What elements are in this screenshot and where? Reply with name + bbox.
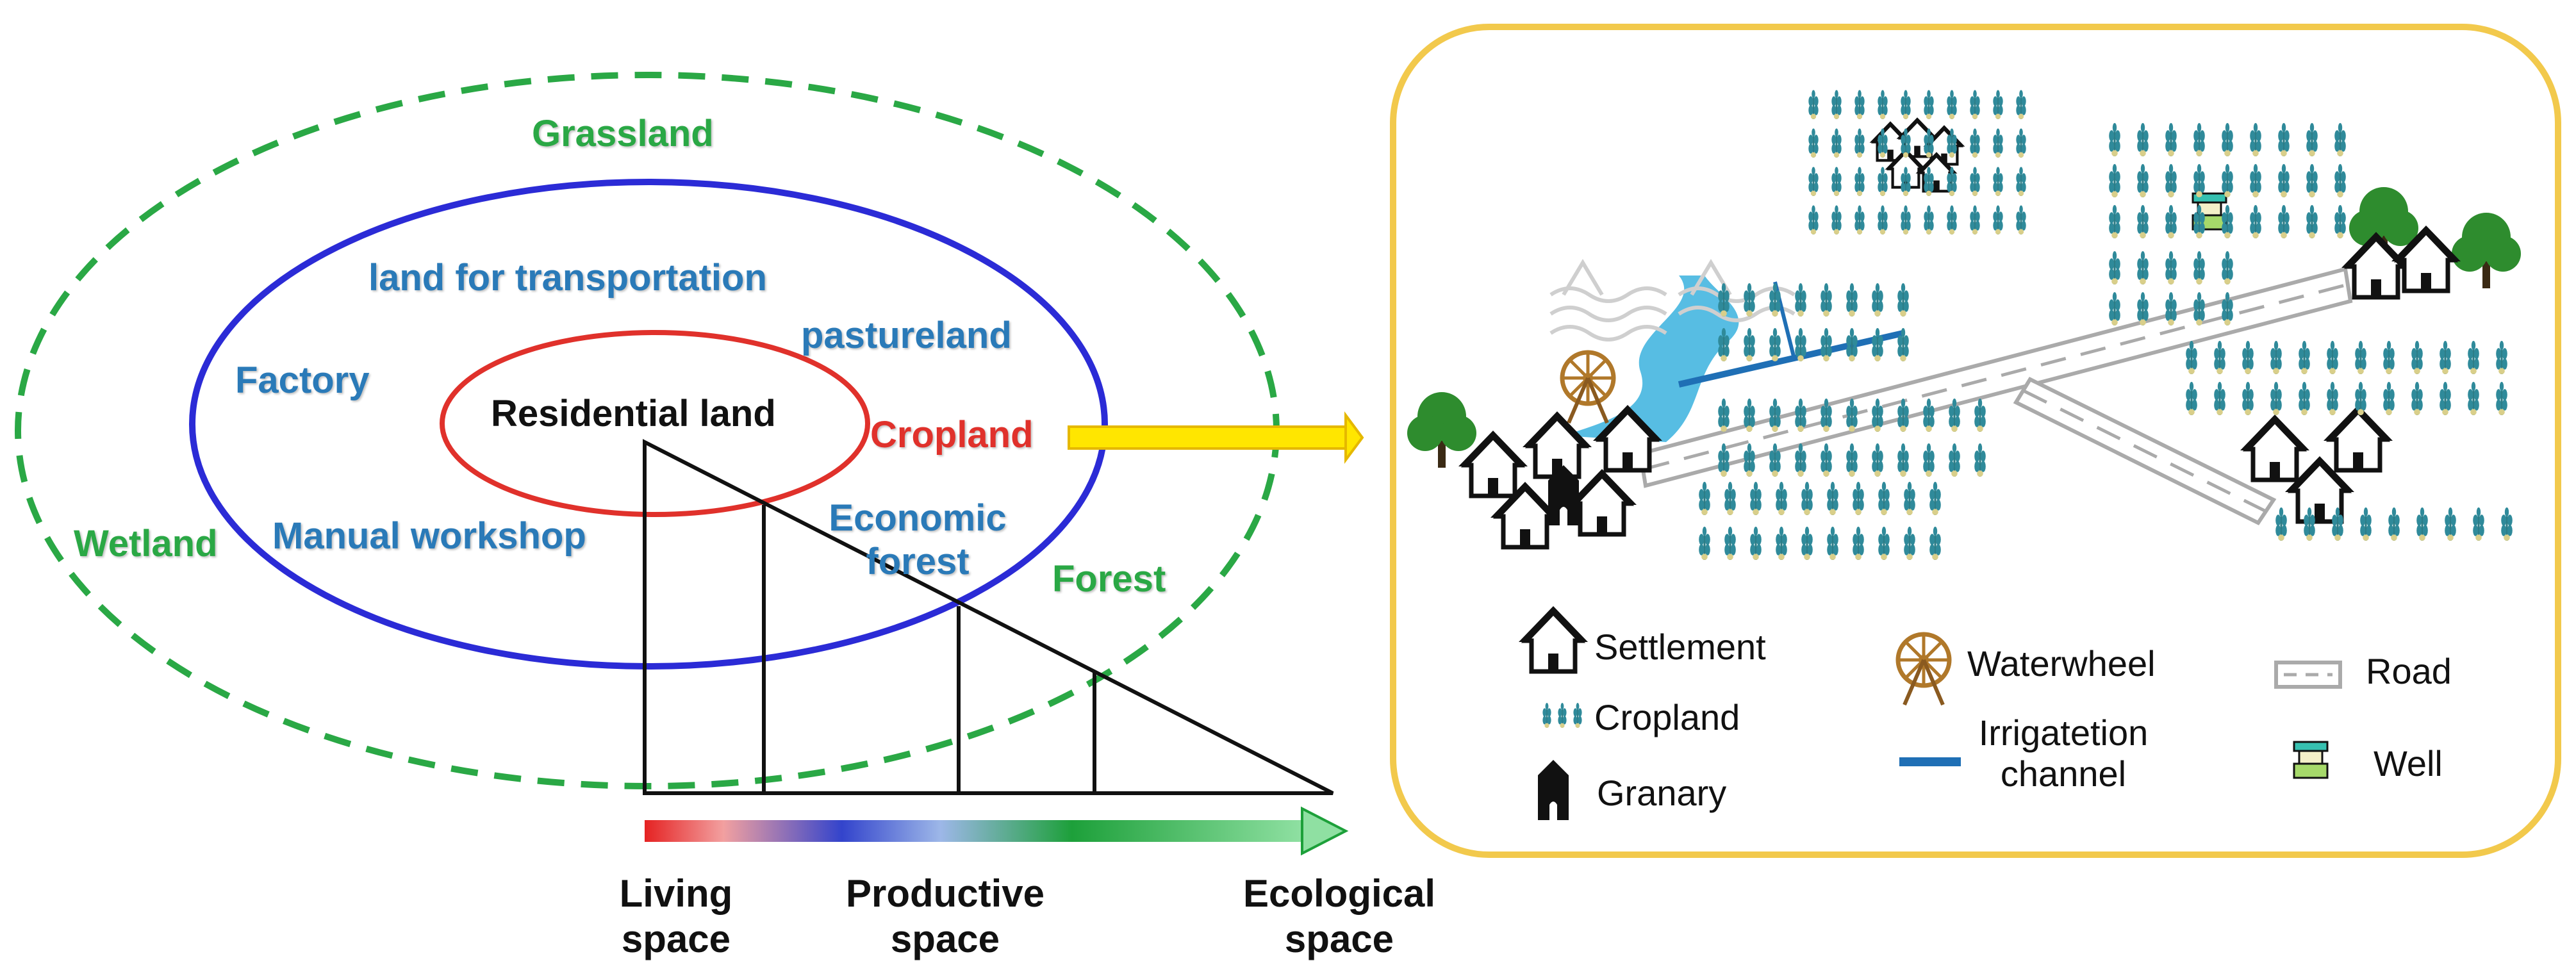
gradient-triangle [643, 439, 1334, 795]
residential-land-label: Residential land [491, 393, 776, 434]
legend-irrigation-icon [1899, 757, 1961, 766]
manual-workshop-label: Manual workshop [272, 515, 586, 557]
grassland-label: Grassland [532, 113, 714, 154]
living-space-label: Living space [619, 872, 733, 960]
factory-label: Factory [235, 359, 370, 401]
space-gradient-arrow [645, 806, 1349, 856]
river [1564, 276, 1739, 442]
productive-space-label: Productive space [845, 872, 1045, 960]
irrigation-channel [1678, 330, 1904, 388]
road-branch [2013, 377, 2277, 525]
pastureland-label: pastureland [801, 315, 1012, 356]
legend-well-label: Well [2374, 743, 2443, 784]
legend-cropland-label: Cropland [1594, 697, 1740, 737]
economic-forest-label: Economic forest [829, 497, 1007, 583]
cropland-pointer-arrow [1068, 411, 1364, 465]
forest-label: Forest [1052, 558, 1166, 600]
legend-settlement-label: Settlement [1594, 627, 1766, 667]
middle-ring [189, 179, 1108, 670]
legend-road-icon [2274, 661, 2342, 689]
inner-ring [440, 330, 870, 517]
wetland-label: Wetland [74, 523, 218, 564]
legend-road-label: Road [2366, 651, 2452, 691]
transport-label: land for transportation [368, 257, 767, 299]
cropland-label: Cropland [870, 414, 1034, 456]
legend-well-icon [2293, 741, 2329, 779]
village-panel-frame [1390, 24, 2561, 858]
legend-irrigation-label: Irrigatetion channel [1978, 712, 2149, 794]
legend-waterwheel-label: Waterwheel [1967, 643, 2156, 684]
ecological-space-label: Ecological space [1243, 872, 1436, 960]
legend-granary-label: Granary [1597, 773, 1727, 813]
